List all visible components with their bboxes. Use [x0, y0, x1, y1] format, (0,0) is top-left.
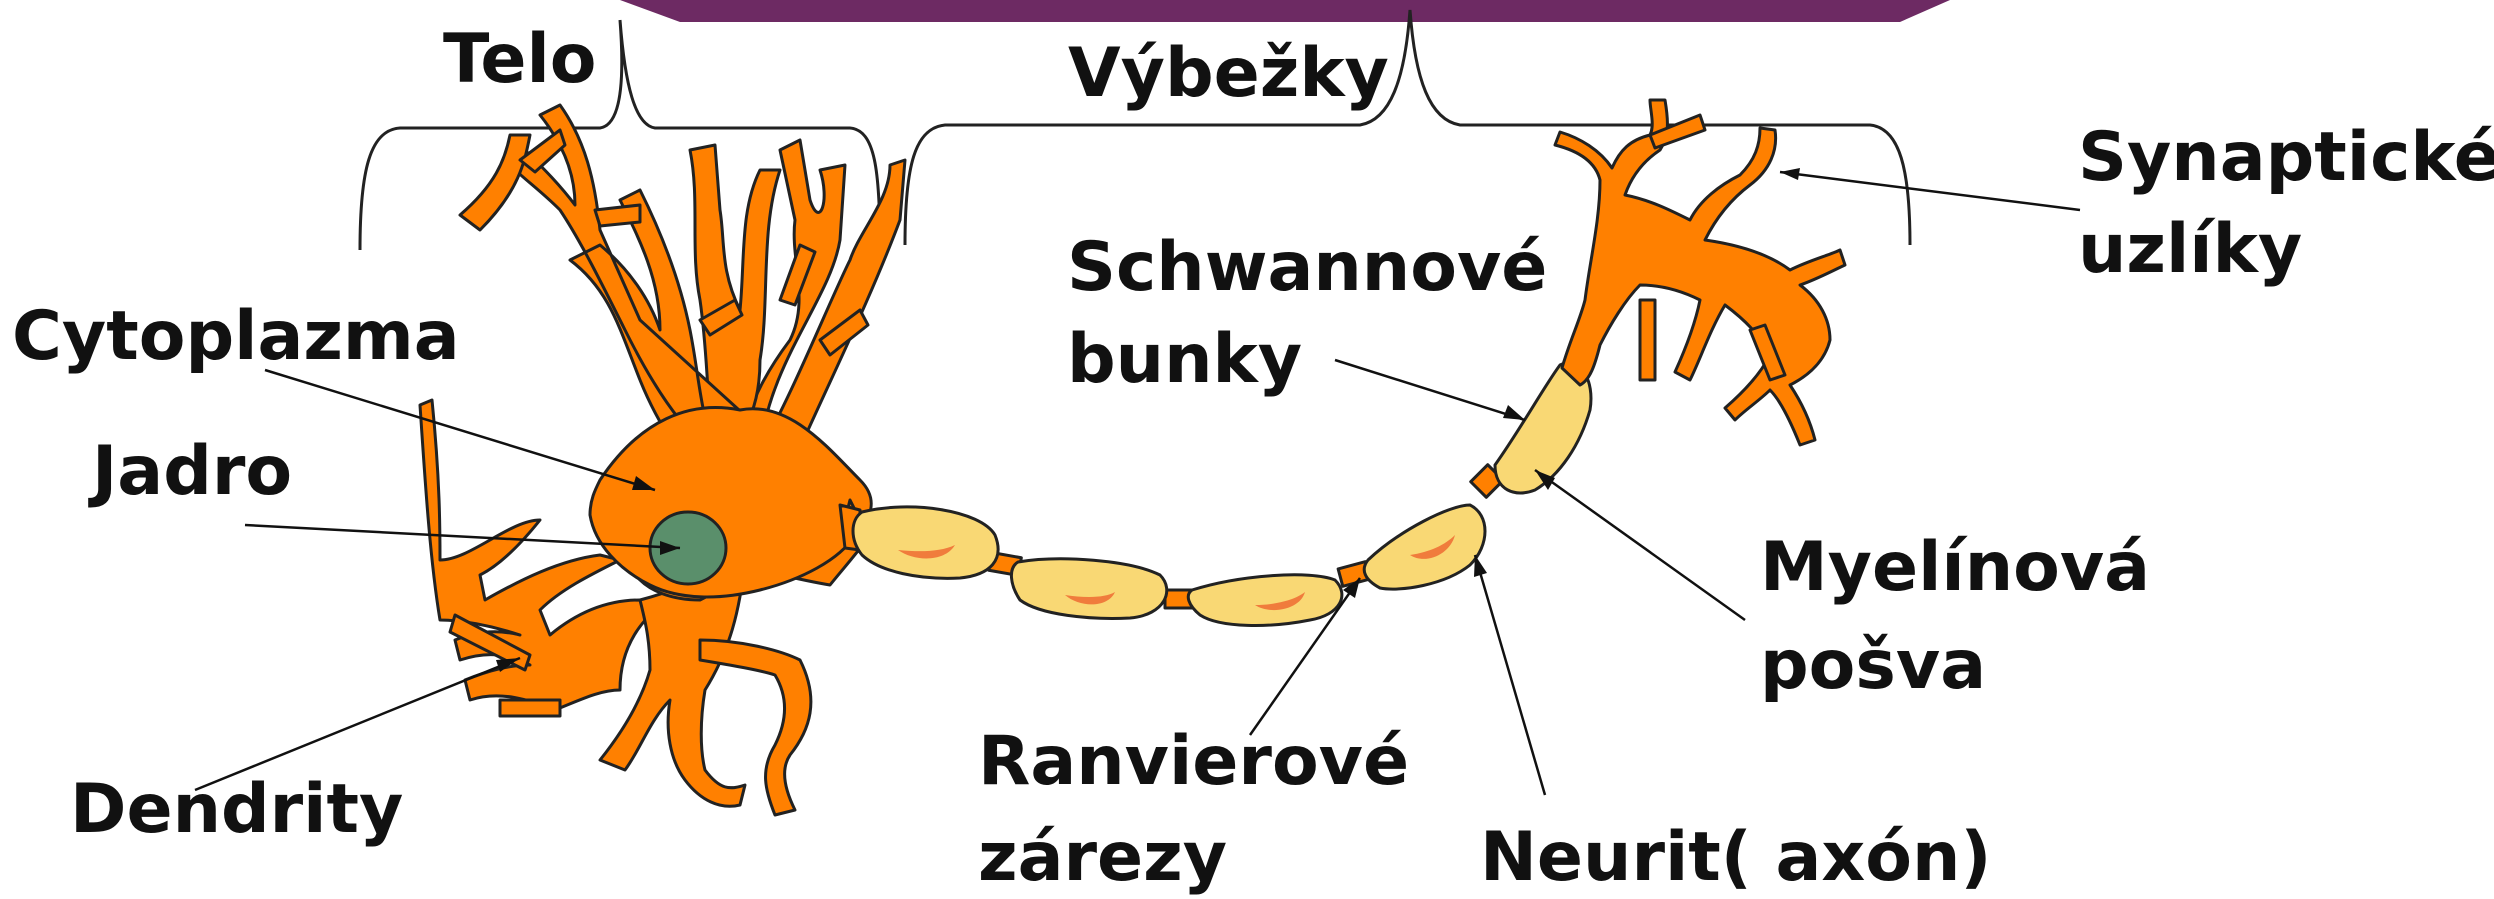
label-neurit: Neurit( axón) [1480, 818, 1992, 898]
myelin-segment-1 [853, 507, 998, 578]
label-jadro: Jadro [92, 432, 292, 512]
myelin-segment-4 [1364, 505, 1485, 589]
pointer-neurit [1475, 555, 1545, 795]
pointer-myelinova [1535, 470, 1745, 620]
label-schwannove-line1: Schwannové [1067, 228, 1547, 308]
label-ranvierove-line2: zárezy [978, 818, 1227, 898]
label-schwannove-line2: bunky [1067, 320, 1302, 400]
label-synapticke-line2: uzlíky [2078, 210, 2302, 290]
label-vybezky: Výbežky [1068, 34, 1389, 114]
myelin-segment-2 [1011, 559, 1166, 619]
header-bar [620, 0, 1950, 22]
arrow-neurit [1474, 555, 1487, 577]
label-dendrity: Dendrity [70, 770, 403, 850]
label-synapticke-line1: Synaptické [2078, 118, 2494, 198]
label-myelinova-line1: Myelínová [1760, 528, 2150, 608]
pointer-schwannove [1335, 360, 1525, 420]
label-cytoplazma: Cytoplazma [12, 297, 460, 377]
pointer-synapticke [1780, 172, 2080, 210]
myelin-segment-3 [1188, 575, 1342, 626]
arrow-schwannove [1503, 405, 1525, 420]
axon-terminals [1555, 100, 1845, 445]
axon [840, 363, 1591, 626]
arrow-synapticke [1780, 168, 1800, 180]
label-ranvierove-line1: Ranvierové [978, 722, 1409, 802]
label-telo: Telo [443, 20, 597, 100]
label-myelinova-line2: pošva [1760, 626, 1986, 706]
pointer-cytoplazma [265, 370, 655, 490]
neuron-cell-body [420, 105, 905, 815]
